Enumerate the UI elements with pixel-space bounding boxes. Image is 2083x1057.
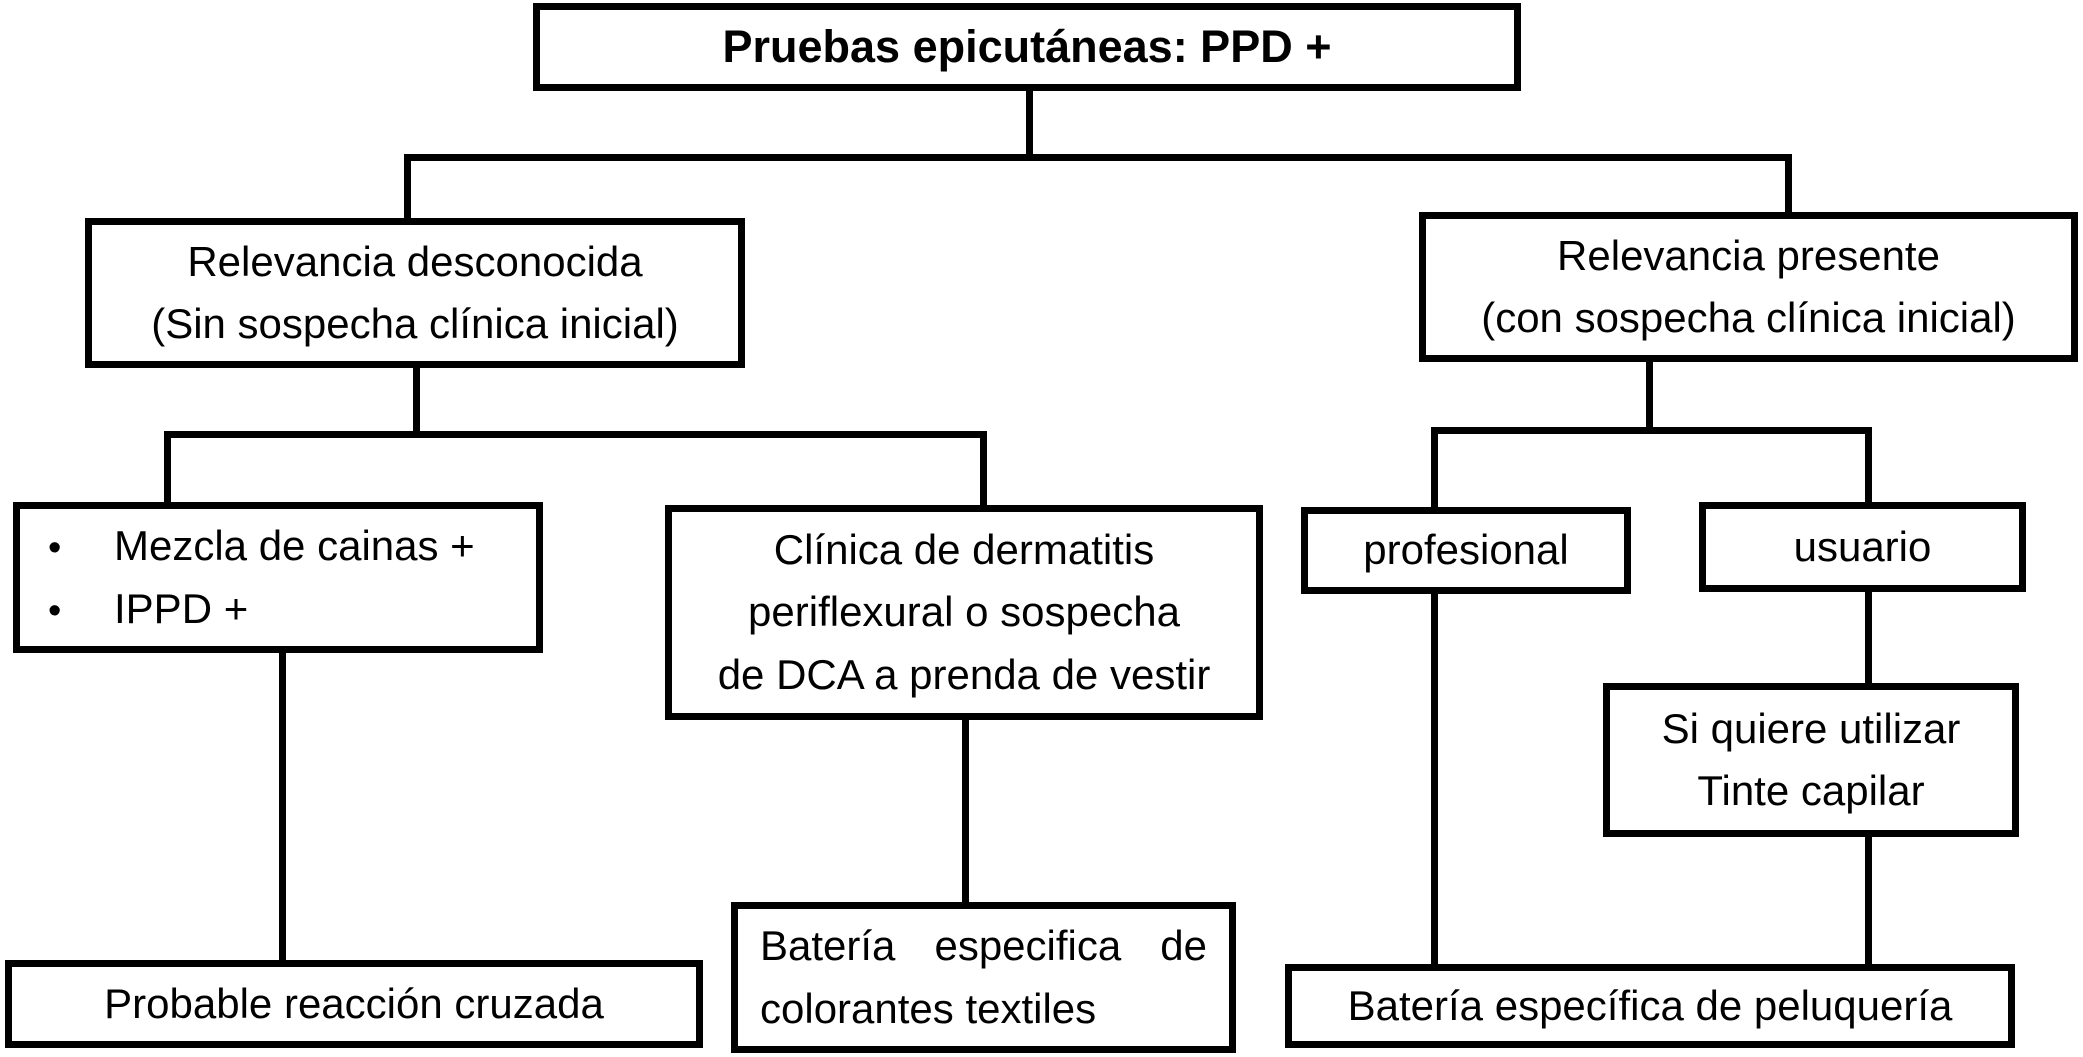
node-hair-dye: Si quiere utilizar Tinte capilar (1603, 683, 2019, 837)
connector-hair-dye-down (1865, 835, 1872, 966)
connector-drop-unknown-relevance (404, 154, 411, 220)
connector-unknown-relevance-down (413, 366, 420, 434)
node-user: usuario (1699, 502, 2026, 592)
connector-drop-professional (1431, 427, 1438, 509)
node-textile-battery: Batería especifica de colorantes textile… (731, 902, 1236, 1053)
node-textile-battery-text: Batería especifica de colorantes textile… (760, 922, 1207, 1032)
node-hair-dye-line1: Si quiere utilizar (1661, 704, 1961, 752)
connector-present-relevance-down (1646, 360, 1653, 430)
node-unknown-relevance-line2: (Sin sospecha clínica inicial) (151, 300, 679, 347)
connector-drop-user (1865, 427, 1872, 504)
node-cross-reaction: Probable reacción cruzada (5, 960, 703, 1048)
cross-reactors-item-2-label: IPPD + (114, 584, 249, 632)
node-dermatitis-clinic-line3: de DCA a prenda de vestir (717, 650, 1211, 698)
node-hair-dye-line2: Tinte capilar (1697, 767, 1925, 814)
node-dermatitis-clinic-line2: periflexural o sospecha (748, 588, 1180, 636)
node-root-title: Pruebas epicutáneas: PPD + (533, 3, 1521, 91)
connector-drop-cross-reactors (164, 431, 171, 504)
node-present-relevance-line1: Relevancia presente (1557, 231, 1940, 279)
cross-reactors-item-2: • IPPD + (48, 578, 248, 640)
node-unknown-relevance: Relevancia desconocida (Sin sospecha clí… (85, 218, 745, 368)
node-dermatitis-clinic: Clínica de dermatitis periflexural o sos… (665, 505, 1263, 720)
node-cross-reaction-label: Probable reacción cruzada (104, 979, 604, 1027)
node-root-title-label: Pruebas epicutáneas: PPD + (722, 20, 1332, 72)
connector-drop-dermatitis-clinic (980, 431, 987, 507)
cross-reactors-item-1: • Mezcla de cainas + (48, 515, 475, 577)
node-unknown-relevance-line1: Relevancia desconocida (187, 237, 643, 285)
cross-reactors-item-1-label: Mezcla de cainas + (114, 522, 475, 570)
connector-right-horizontal (1431, 427, 1872, 434)
node-professional-label: profesional (1363, 526, 1569, 574)
node-present-relevance: Relevancia presente (con sospecha clínic… (1419, 212, 2078, 362)
connector-cross-reactors-down (279, 651, 286, 962)
connector-user-down (1865, 590, 1872, 685)
node-hairdressing-battery: Batería específica de peluquería (1285, 964, 2015, 1048)
connector-top-horizontal (404, 154, 1792, 161)
node-professional: profesional (1301, 507, 1631, 594)
connector-left-horizontal (164, 431, 987, 438)
connector-professional-down (1431, 592, 1438, 966)
node-present-relevance-line2: (con sospecha clínica inicial) (1481, 294, 2016, 341)
connector-drop-present-relevance (1785, 154, 1792, 214)
node-hairdressing-battery-label: Batería específica de peluquería (1347, 981, 1953, 1029)
bullet-icon: • (48, 527, 62, 570)
bullet-icon: • (48, 589, 62, 632)
node-dermatitis-clinic-line1: Clínica de dermatitis (773, 526, 1155, 574)
node-user-label: usuario (1793, 522, 1932, 570)
connector-dermatitis-down (962, 718, 969, 904)
connector-root-down (1026, 91, 1033, 157)
node-cross-reactors: • Mezcla de cainas + • IPPD + (13, 502, 543, 653)
